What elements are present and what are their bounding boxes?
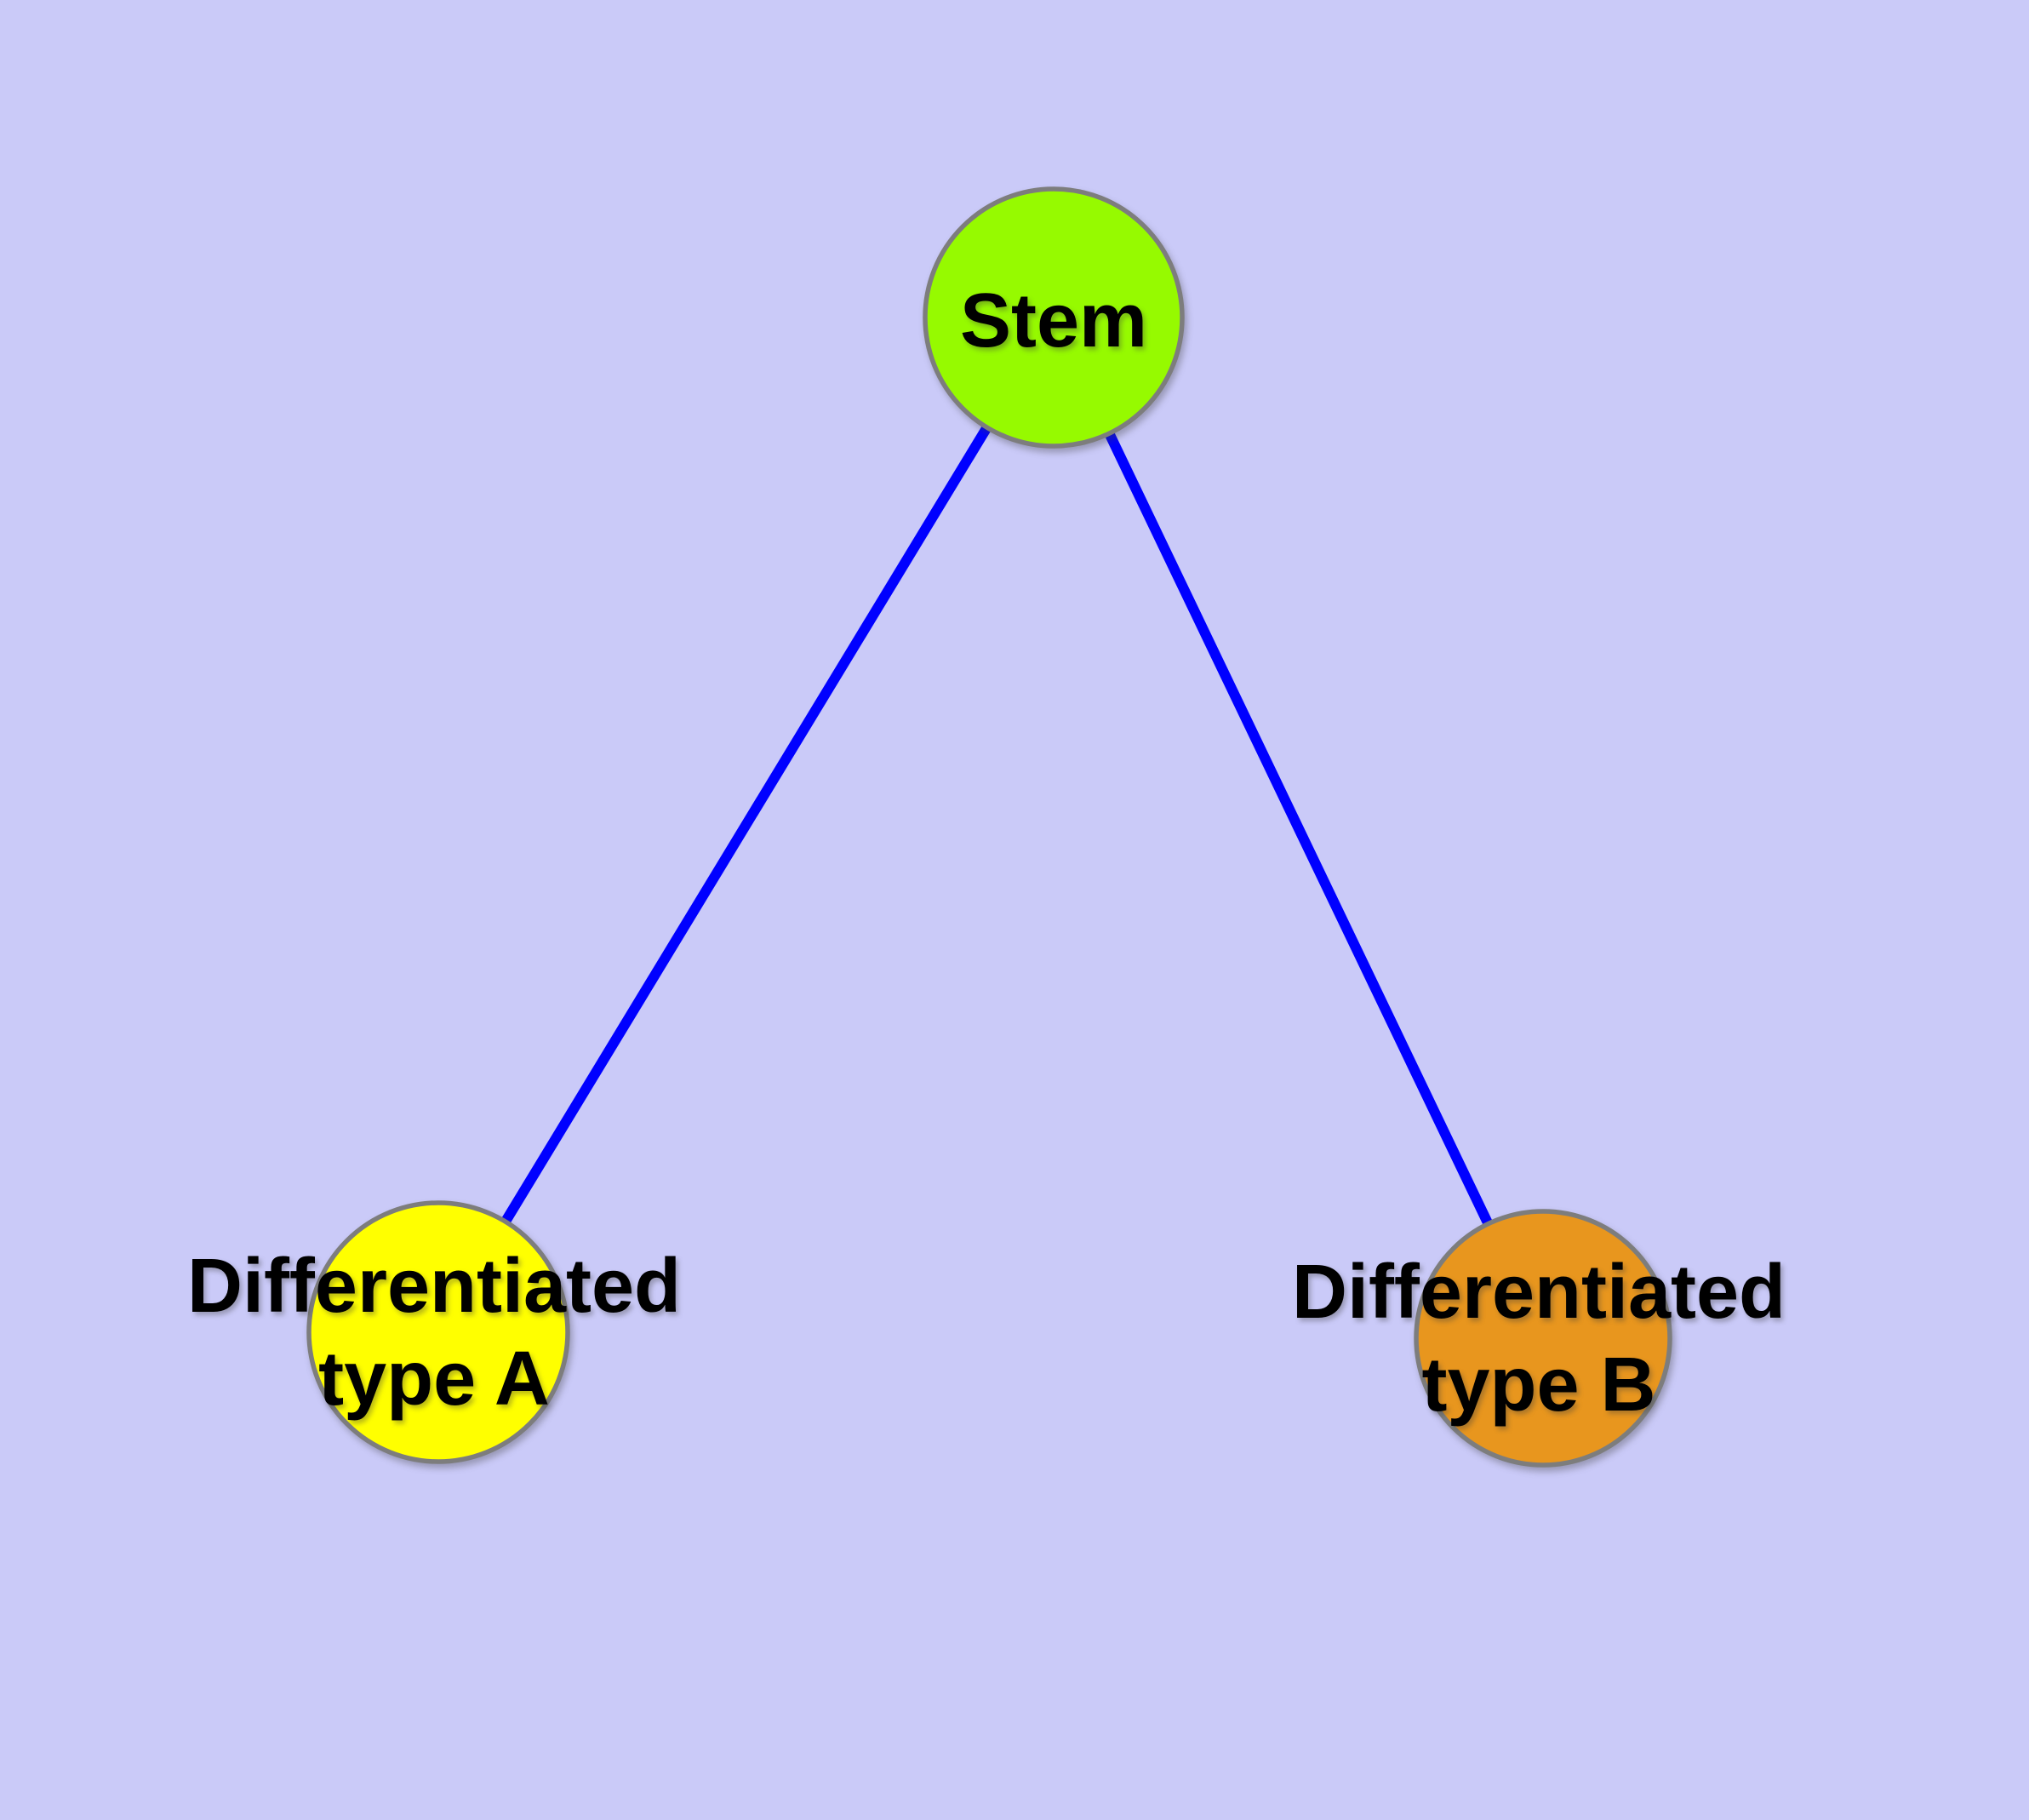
node-type-a: Differentiated type A (187, 1200, 681, 1464)
node-type-b: Differentiated type B (1292, 1209, 1786, 1468)
node-type-b-label-line2: type B (1421, 1342, 1655, 1428)
node-type-a-circle (306, 1200, 570, 1464)
node-stem-circle (923, 186, 1185, 449)
node-type-a-label-line1: Differentiated (187, 1244, 681, 1329)
edge-stem-to-type-b (1049, 315, 1548, 1341)
node-type-a-label-line2: type A (318, 1336, 550, 1422)
node-stem: Stem (923, 186, 1185, 449)
node-type-b-circle (1414, 1209, 1672, 1468)
node-stem-label: Stem (960, 278, 1147, 363)
node-type-b-label-line1: Differentiated (1292, 1250, 1786, 1335)
edge-stem-to-type-a (433, 314, 1059, 1336)
